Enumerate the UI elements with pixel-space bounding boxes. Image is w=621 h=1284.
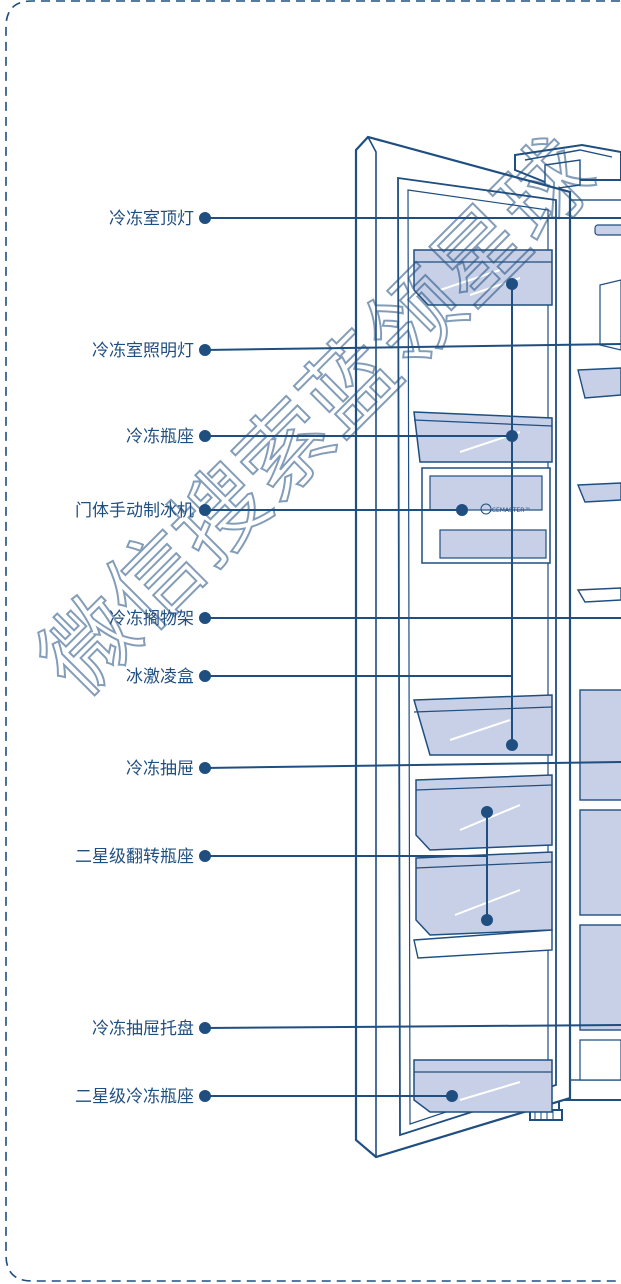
fridge-cabinet bbox=[514, 143, 621, 1121]
leader-lines bbox=[199, 212, 621, 1102]
label-freezer-drawer-tray: 冷冻抽屉托盘 bbox=[92, 1019, 194, 1039]
label-freezer-shelf: 冷冻搁物架 bbox=[109, 609, 194, 629]
label-freezer-drawer: 冷冻抽屉 bbox=[126, 759, 194, 779]
label-ice-cream-box: 冰激凌盒 bbox=[126, 667, 194, 687]
label-freezer-top-light: 冷冻室顶灯 bbox=[109, 209, 194, 229]
label-two-star-flip-bottle-holder: 二星级翻转瓶座 bbox=[75, 847, 194, 867]
icemaker-badge: ICEMASTER™ bbox=[490, 507, 530, 514]
label-two-star-freezer-bottle-holder: 二星级冷冻瓶座 bbox=[75, 1087, 194, 1107]
label-door-manual-icemaker: 门体手动制冰机 bbox=[75, 501, 194, 521]
label-freezer-lighting: 冷冻室照明灯 bbox=[92, 341, 194, 361]
label-freezer-bottle-holder: 冷冻瓶座 bbox=[126, 427, 194, 447]
